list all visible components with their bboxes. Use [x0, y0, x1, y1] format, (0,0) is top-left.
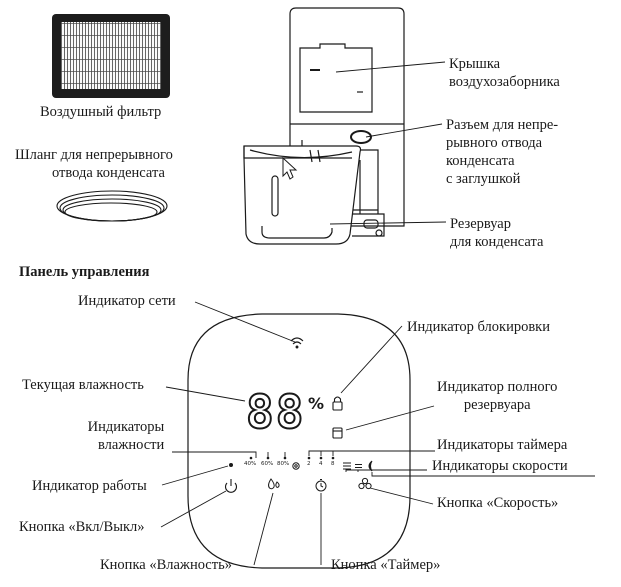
label-speed-button: Кнопка «Скорость» — [437, 495, 559, 511]
label-lock-indicator: Индикатор блокировки — [407, 319, 550, 335]
air-filter-illustration — [52, 14, 170, 98]
label-speed-indicators: Индикаторы скорости — [432, 458, 568, 474]
tank-full-icon — [332, 427, 343, 439]
power-button-icon — [224, 479, 238, 493]
label-tank: Резервуар для конденсата — [450, 216, 544, 250]
label-intake-cover: Крышка воздухозаборника — [449, 56, 560, 90]
control-panel-illustration — [187, 313, 411, 569]
auto-mode-icon — [292, 462, 300, 470]
label-humidity-indicators: Индикаторы влажности — [87, 419, 165, 453]
label-drain-port: Разъем для непре- рывного отвода конденс… — [446, 117, 559, 187]
hose-illustration — [56, 190, 168, 222]
label-run-indicator: Индикатор работы — [32, 478, 147, 494]
wifi-icon — [290, 337, 304, 349]
label-current-humidity: Текущая влажность — [22, 377, 144, 393]
label-humidity-button: Кнопка «Влажность» — [100, 557, 232, 573]
humidity-display-percent: % — [308, 394, 325, 413]
humidity-level-40: 40% — [244, 461, 257, 467]
label-tank-full-indicator: Индикатор полного резервуара — [437, 379, 558, 413]
humidity-display-digits: 88 — [245, 385, 306, 439]
timer-level-8: 8 — [331, 461, 335, 467]
timer-level-2: 2 — [307, 461, 311, 467]
timer-button-icon — [315, 479, 327, 492]
lock-icon — [332, 396, 343, 411]
label-power-button: Кнопка «Вкл/Выкл» — [19, 519, 145, 535]
label-hose: Шланг для непрерывного отвода конденсата — [15, 147, 173, 181]
fan-speed-icons — [343, 460, 373, 472]
label-power-indicator: Индикатор сети — [78, 293, 176, 309]
leader-lines — [160, 61, 595, 566]
humidity-level-60: 60% — [261, 461, 274, 467]
humidity-level-80: 80% — [277, 461, 290, 467]
panel-heading: Панель управления — [19, 264, 150, 280]
label-timer-indicators: Индикаторы таймера — [437, 437, 568, 453]
dehumidifier-illustration — [243, 7, 405, 245]
speed-button-icon — [358, 477, 372, 490]
humidity-button-icon — [268, 478, 280, 490]
label-timer-button: Кнопка «Таймер» — [331, 557, 441, 573]
timer-level-4: 4 — [319, 461, 323, 467]
label-air-filter: Воздушный фильтр — [40, 104, 162, 120]
